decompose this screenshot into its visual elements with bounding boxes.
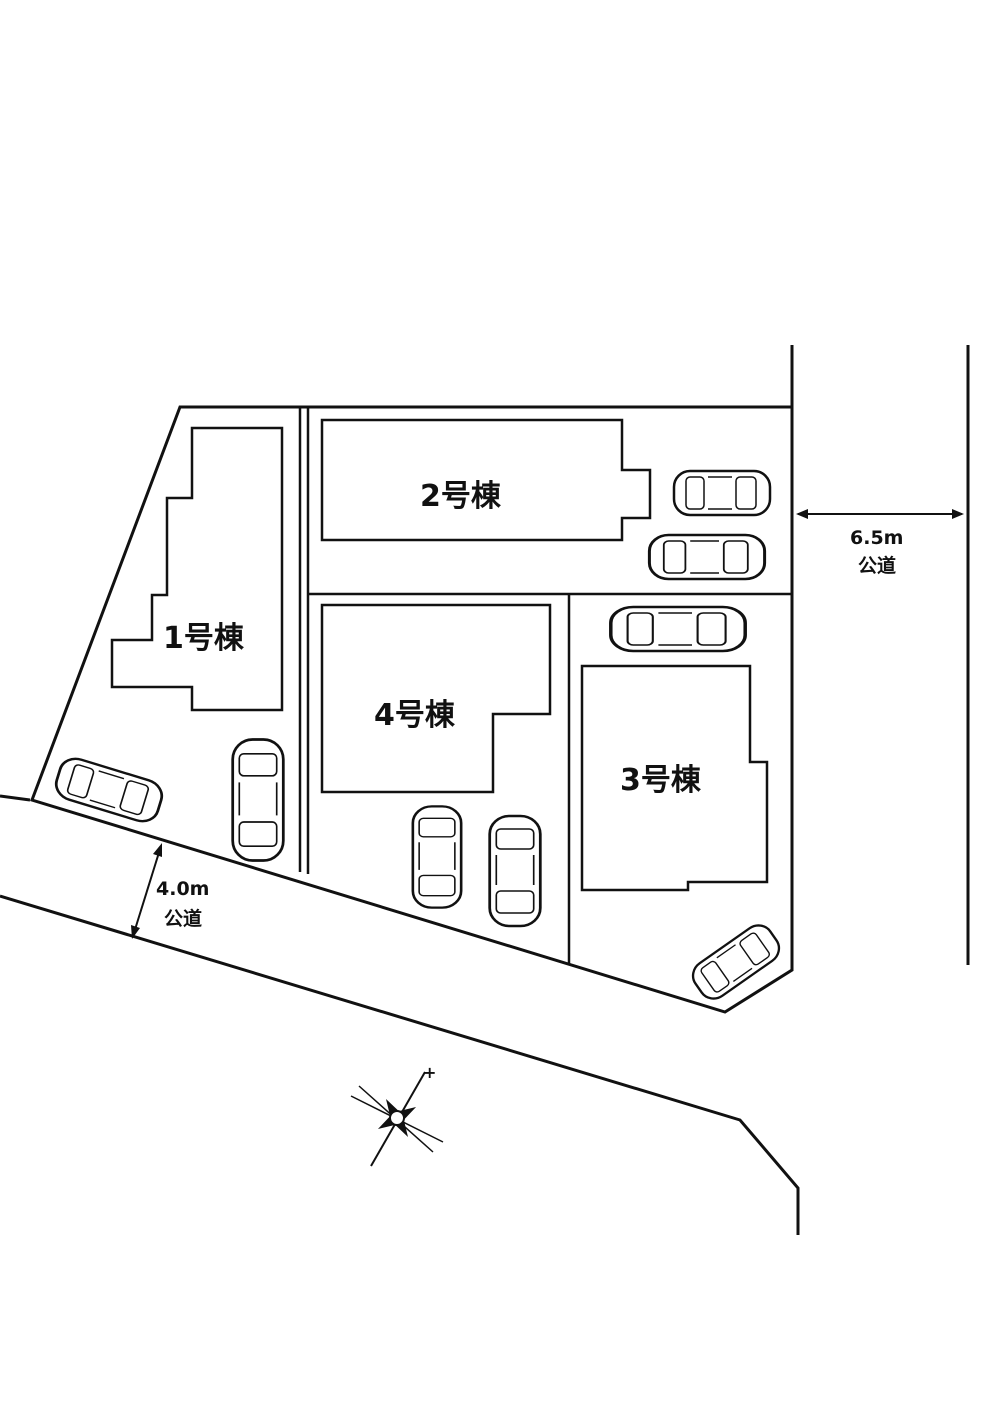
east-road-type: 公道 xyxy=(858,554,896,577)
lot-dividers xyxy=(298,407,792,964)
south-road-width: 4.0m xyxy=(156,878,209,900)
car-lot-1-angled xyxy=(51,753,167,827)
car-lot-1-vertical xyxy=(231,738,285,862)
car-lot-2-lower xyxy=(647,533,767,581)
building-2-label: 2号棟 xyxy=(420,479,502,514)
building-1-label: 1号棟 xyxy=(163,621,245,656)
east-road-dimension-arrow xyxy=(796,509,964,519)
car-lot-4-right xyxy=(488,814,542,928)
east-road: 6.5m 公道 xyxy=(790,345,970,965)
car-lot-2-upper xyxy=(672,469,772,517)
south-road: 4.0m 公道 xyxy=(0,794,800,1235)
building-3-label: 3号棟 xyxy=(620,763,702,798)
east-road-width: 6.5m xyxy=(850,527,903,549)
south-road-type: 公道 xyxy=(164,907,202,930)
building-1: 1号棟 xyxy=(110,426,284,712)
car-lot-4-left xyxy=(411,805,463,909)
car-lot-3-corner xyxy=(686,918,786,1006)
compass-north-marker: + xyxy=(423,1063,436,1082)
south-road-dimension-arrow xyxy=(131,843,162,939)
building-2: 2号棟 xyxy=(320,418,652,542)
building-4: 4号棟 xyxy=(320,603,552,794)
compass-icon: + xyxy=(350,1063,444,1167)
site-boundary xyxy=(30,405,794,1014)
building-4-label: 4号棟 xyxy=(374,698,456,733)
building-3: 3号棟 xyxy=(580,664,769,892)
car-lot-3-upper xyxy=(609,605,747,653)
